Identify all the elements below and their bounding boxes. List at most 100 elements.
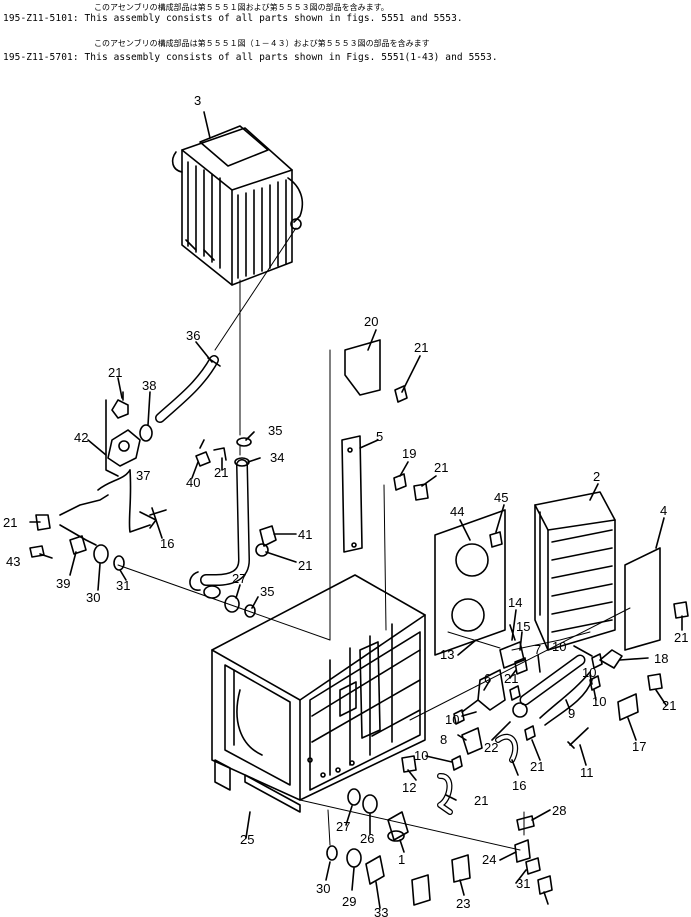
callout: 26 [360, 831, 374, 846]
callout: 3 [194, 93, 201, 108]
callout: 37 [136, 468, 150, 483]
clip-part-18 [599, 649, 623, 669]
bolt-part-10 [589, 675, 601, 691]
callout: 19 [402, 446, 416, 461]
bolt-part-21 [35, 514, 51, 531]
callout: 12 [402, 780, 416, 795]
plate-part-33 [451, 854, 471, 883]
callout: 10 [592, 694, 606, 709]
part-number: 195-Z11-5101 [3, 13, 73, 24]
frame-part-1 [211, 574, 426, 813]
plate-part-32 [411, 874, 431, 906]
callout: 35 [260, 584, 274, 599]
callout: 27 [336, 819, 350, 834]
callout: 8 [440, 732, 447, 747]
bolt-part-21 [647, 673, 663, 691]
bolt-part-21 [413, 483, 429, 501]
callout: 39 [56, 576, 70, 591]
bolt-part-21 [394, 385, 408, 403]
callout: 23 [456, 896, 470, 911]
callout: 15 [516, 619, 530, 634]
callout: 18 [654, 651, 668, 666]
callout: 11 [580, 765, 594, 780]
nut-part-23 [537, 875, 553, 895]
callout: 31 [116, 578, 130, 593]
callout: 33 [374, 905, 388, 917]
ring-part-27 [224, 595, 240, 613]
callout: 21 [662, 698, 676, 713]
callout: 25 [240, 832, 254, 847]
clip-part-40 [195, 439, 211, 467]
callout: 21 [108, 365, 122, 380]
valve-part-6 [477, 669, 506, 711]
bolt-part-21 [401, 755, 417, 773]
hose-part-36 [155, 355, 221, 423]
valve-assembly-part-37 [59, 399, 167, 546]
callout: 10 [445, 712, 459, 727]
callout: 10 [552, 639, 566, 654]
callout: 2 [593, 469, 600, 484]
callout: 21 [434, 460, 448, 475]
nut-part-30 [93, 544, 109, 564]
clip-part-25 [514, 839, 531, 863]
bolt-part-10 [591, 653, 603, 669]
callout: 7 [534, 642, 541, 657]
bracket-part-5 [341, 435, 363, 553]
callout: 34 [270, 450, 284, 465]
callout: 17 [632, 739, 646, 754]
header-note-1-jp: このアセンブリの構成部品は第５５５１図および第５５５３図の部品を含みます。 [94, 3, 389, 12]
callout: 45 [494, 490, 508, 505]
bolt-part-16 [569, 727, 589, 746]
duct-plate-part-44 [434, 509, 506, 656]
callout: 24 [482, 852, 496, 867]
fitting-part-41 [259, 525, 277, 547]
bolt-part-21 [111, 391, 129, 419]
callout: 28 [552, 803, 566, 818]
callout: 13 [440, 647, 454, 662]
ring-part-38 [139, 424, 153, 442]
callout: 21 [3, 515, 17, 530]
callout: 20 [364, 314, 378, 329]
callout: 42 [74, 430, 88, 445]
callout: 21 [214, 465, 228, 480]
evaporator-part-2 [534, 491, 616, 651]
callout-labels: 3 36 21 38 42 37 35 34 40 21 21 16 43 39… [3, 93, 688, 917]
header-note-2-jp: このアセンブリの構成部品は第５５５１図（１－４３）および第５５５３図の部品を含み… [94, 39, 430, 48]
nut-part-24 [525, 857, 541, 875]
bracket-part-20 [344, 339, 381, 396]
callout: 38 [142, 378, 156, 393]
callout: 35 [268, 423, 282, 438]
fitting-part-22 [512, 702, 528, 718]
heater-core-part-3 [171, 125, 304, 286]
block-part-17 [617, 693, 639, 721]
fitting-part-29 [365, 855, 385, 885]
callout: 6 [484, 671, 491, 686]
part-number: 195-Z11-5701 [3, 52, 73, 63]
callout: 40 [186, 475, 200, 490]
bolt-part-45 [489, 531, 503, 548]
nut-part-10 [451, 755, 463, 771]
valve-part-14 [499, 641, 525, 669]
callout: 4 [660, 503, 667, 518]
bolt-part-21 [213, 447, 227, 461]
callout: 21 [674, 630, 688, 645]
header-note-1: 195-Z11-5101: This assembly consists of … [3, 13, 463, 24]
nut-part-30 [346, 848, 362, 868]
callout: 1 [398, 852, 405, 867]
callout: 41 [298, 527, 312, 542]
callout: 16 [512, 778, 526, 793]
callout: 21 [504, 671, 518, 686]
clamp-part-35 [236, 437, 252, 447]
callout: 22 [484, 740, 498, 755]
fitting-part-8 [461, 727, 483, 755]
callout: 36 [186, 328, 200, 343]
note-text: : This assembly consists of all parts sh… [72, 13, 463, 24]
callout: 21 [530, 759, 544, 774]
callout: 30 [316, 881, 330, 896]
ring-part-27 [362, 794, 378, 814]
callout: 29 [342, 894, 356, 909]
callout: 10 [414, 748, 428, 763]
callout: 21 [474, 793, 488, 808]
fitting-part-26 [387, 811, 409, 841]
bracket-part-4 [624, 547, 661, 651]
